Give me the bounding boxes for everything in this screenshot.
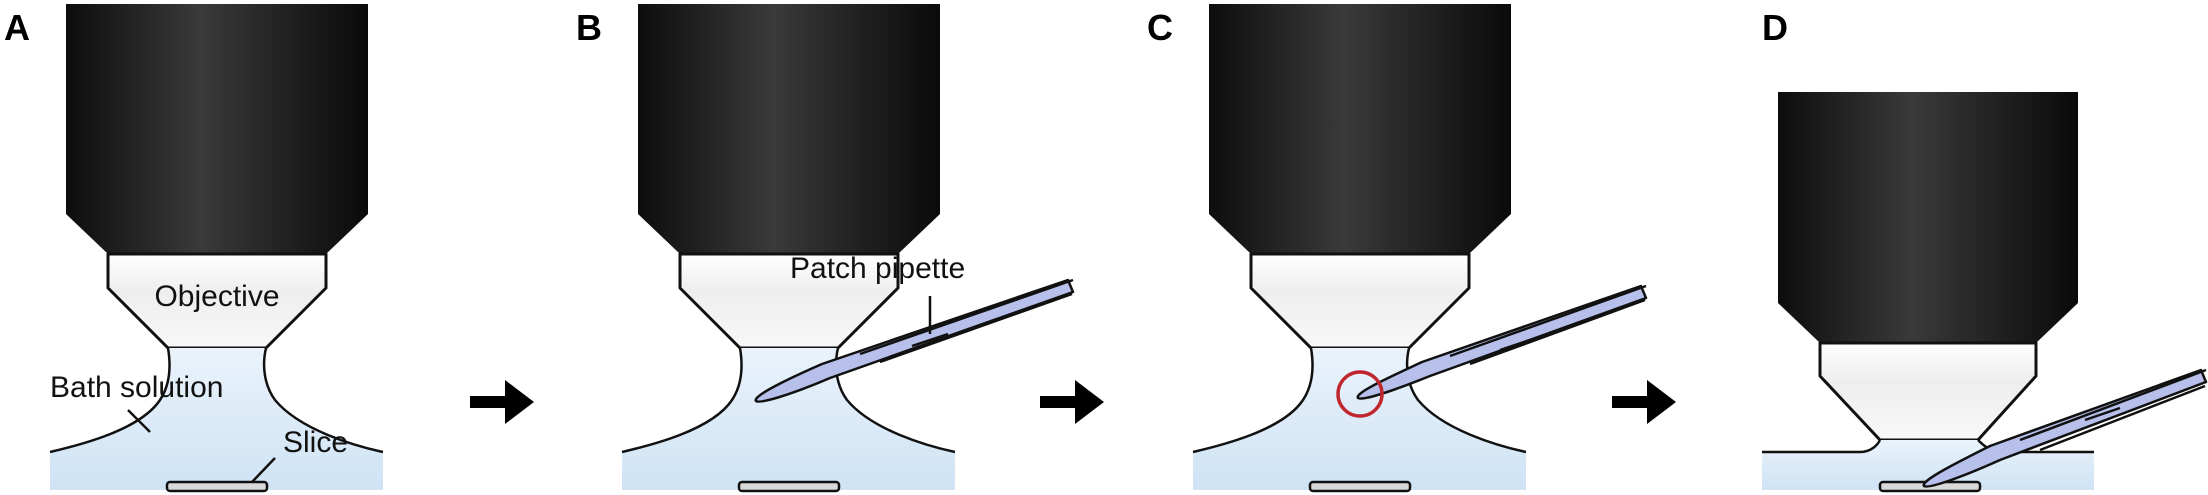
bath-solution-leader [127, 409, 151, 433]
bath-solution-label: Bath solution [50, 371, 223, 404]
bath-solution-area [1193, 348, 1526, 490]
slice [737, 480, 841, 493]
objective-label: Objective [154, 280, 279, 313]
step-arrow-1 [470, 380, 534, 424]
panel-letter-b: B [576, 7, 602, 48]
panel-letter-c: C [1147, 7, 1173, 48]
patch-pipette [1922, 368, 2208, 488]
slice-label: Slice [283, 426, 348, 459]
bath-solution-area [622, 348, 955, 490]
step-arrow-2 [1040, 380, 1104, 424]
objective-body [638, 4, 940, 254]
step-arrow-3 [1612, 380, 1676, 424]
patch-pipette [754, 278, 1075, 403]
slice [1308, 480, 1412, 493]
objective-body [1209, 4, 1511, 254]
slice-leader [251, 457, 276, 483]
panel-b: B Patch pipette [576, 4, 1075, 493]
patch-pipette [1356, 284, 1648, 400]
panel-a: A Objective Bath solution Slice [4, 4, 384, 493]
panel-c: C [1147, 4, 1648, 493]
slice [165, 480, 269, 493]
bath-meniscus [49, 347, 384, 454]
panel-letter-d: D [1762, 7, 1788, 48]
red-circle-icon [1336, 370, 1384, 418]
patch-pipette-label: Patch pipette [790, 252, 965, 285]
objective-lens [1249, 252, 1471, 350]
objective-body [1778, 92, 2078, 343]
panel-letter-a: A [4, 7, 30, 48]
panel-d: D [1762, 7, 2208, 493]
bath-solution-area [50, 348, 383, 490]
objective-lens [1818, 341, 2038, 442]
objective-body [66, 4, 368, 254]
